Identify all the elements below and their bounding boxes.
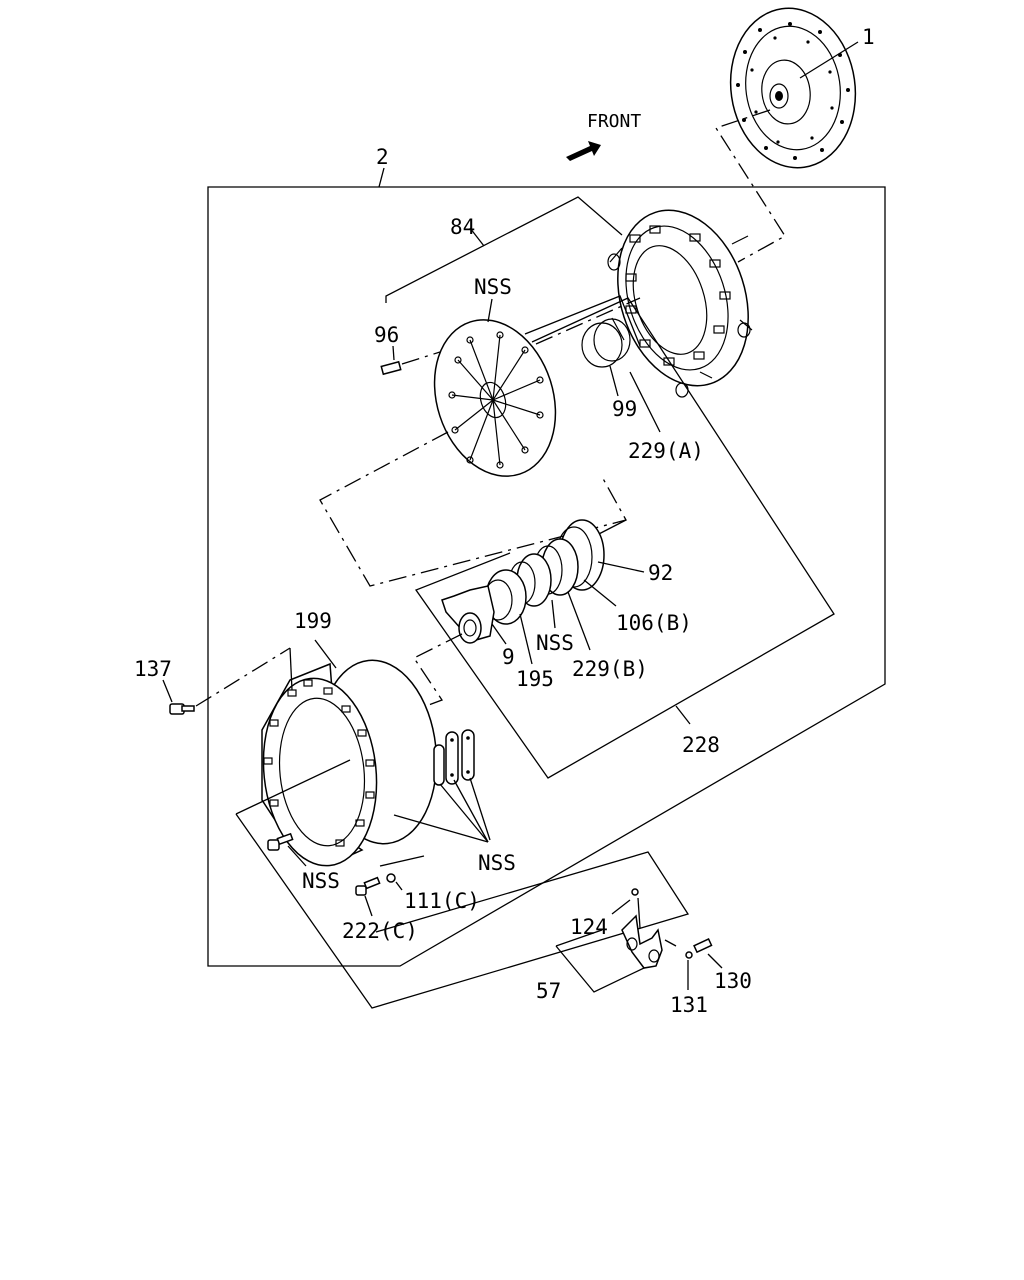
callout-229b: 229(B) xyxy=(572,657,648,681)
callout-nss-low-left: NSS xyxy=(302,869,340,893)
callout-1: 1 xyxy=(862,25,875,49)
callout-84-bracket xyxy=(385,196,623,303)
callout-199: 199 xyxy=(294,609,332,633)
release-fork xyxy=(555,888,723,993)
assembly-frame-2 xyxy=(207,167,886,967)
callout-2: 2 xyxy=(376,145,389,169)
side-plates xyxy=(393,729,491,843)
release-bearing-stack xyxy=(441,519,645,665)
callout-137: 137 xyxy=(134,657,172,681)
lower-bolts xyxy=(235,759,690,1009)
ring-99 xyxy=(581,318,631,397)
pin-96 xyxy=(380,345,441,376)
callout-195: 195 xyxy=(516,667,554,691)
callout-nss-low-right: NSS xyxy=(478,851,516,875)
callout-222c: 222(C) xyxy=(342,919,418,943)
callout-111c: 111(C) xyxy=(404,889,480,913)
front-label: FRONT xyxy=(587,111,641,132)
callout-96: 96 xyxy=(374,323,399,347)
callout-124: 124 xyxy=(570,915,608,939)
callout-9: 9 xyxy=(502,645,515,669)
bolt-137 xyxy=(162,647,293,715)
clutch-housing xyxy=(261,639,438,867)
callout-106b: 106(B) xyxy=(616,611,692,635)
diaphragm-spring xyxy=(433,298,557,477)
callout-99: 99 xyxy=(612,397,637,421)
callout-57: 57 xyxy=(536,979,561,1003)
pressure-plate-cover xyxy=(607,209,753,398)
callout-130: 130 xyxy=(714,969,752,993)
callout-228: 228 xyxy=(682,733,720,757)
clutch-disc xyxy=(729,7,859,169)
callout-229a: 229(A) xyxy=(628,439,704,463)
callout-nss-top: NSS xyxy=(474,275,512,299)
callout-nss-mid: NSS xyxy=(536,631,574,655)
front-indicator: FRONT xyxy=(566,111,641,161)
callout-131: 131 xyxy=(670,993,708,1017)
callout-229a-bracket xyxy=(524,295,661,433)
callout-84: 84 xyxy=(450,215,475,239)
callout-92: 92 xyxy=(648,561,673,585)
